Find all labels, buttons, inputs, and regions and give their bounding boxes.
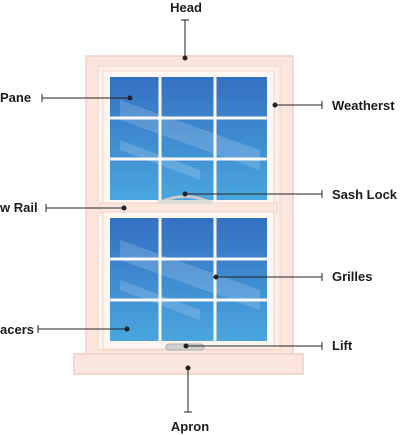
lower-glass xyxy=(110,218,267,341)
label-spacers: acers xyxy=(0,322,34,337)
upper-glass xyxy=(110,77,267,200)
label-pane: Pane xyxy=(0,90,32,105)
label-lift: Lift xyxy=(332,338,353,353)
upper-grilles xyxy=(110,77,267,200)
label-check-rail: w Rail xyxy=(0,200,38,215)
label-grilles: Grilles xyxy=(332,269,373,284)
lower-grilles xyxy=(110,218,267,341)
label-weatherstrip: Weatherst xyxy=(332,98,395,113)
label-sash-lock: Sash Lock xyxy=(332,187,398,202)
leader-lines xyxy=(37,19,323,413)
label-head: Head xyxy=(170,0,202,15)
label-apron: Apron xyxy=(170,419,210,434)
sash-lock-base xyxy=(157,200,213,204)
